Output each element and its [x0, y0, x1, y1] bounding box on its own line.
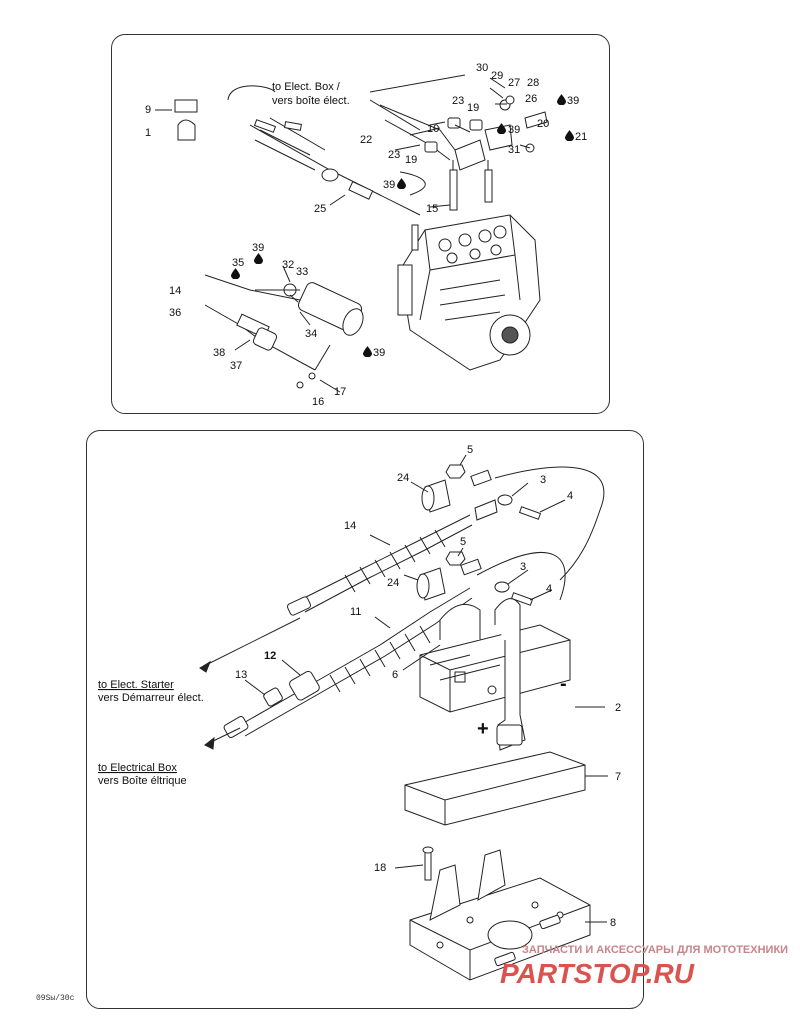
callout: 14 [169, 285, 181, 297]
callout: 25 [314, 203, 326, 215]
ground-wire [399, 171, 426, 196]
callout: 16 [312, 396, 324, 408]
callout: 39 [252, 242, 264, 254]
callout: 7 [615, 771, 621, 783]
callout: 15 [426, 203, 438, 215]
callout: 19 [467, 102, 479, 114]
callout: 1 [145, 127, 151, 139]
plus-sign: + [477, 718, 489, 740]
note-vers-demarreur: vers Démarreur élect. [98, 692, 204, 704]
callout: 19 [405, 154, 417, 166]
callout: 37 [230, 360, 242, 372]
top-diagram-panel [111, 34, 610, 414]
note-vers-boite-electrique: vers Boîte éltrique [98, 775, 187, 787]
starter-motor [283, 282, 364, 336]
callout: 36 [169, 307, 181, 319]
callout: 4 [546, 583, 552, 595]
callout: 10 [427, 123, 439, 135]
battery [419, 624, 571, 713]
note-to-elect-box: to Elect. Box / [272, 81, 341, 93]
callout: 35 [232, 257, 244, 269]
callout: 33 [296, 266, 308, 278]
callout: 11 [350, 606, 361, 618]
spark-plugs [449, 160, 493, 211]
callout: 27 [508, 77, 520, 89]
arrow-to-starter [199, 617, 301, 669]
bottom-callouts: 5 24 3 4 14 5 24 3 4 11 6 12 13 2 7 18 8… [235, 444, 621, 929]
callout: 29 [491, 70, 503, 82]
battery-pad [404, 751, 586, 826]
callout: 39 [373, 347, 385, 359]
callout: 24 [397, 472, 409, 484]
callout: 38 [213, 347, 225, 359]
callout: 12 [264, 650, 276, 662]
callout: 5 [460, 536, 466, 548]
note-to-starter: to Elect. Starter [98, 679, 174, 691]
callout: 3 [520, 561, 526, 573]
watermark: ЗАПЧАСТИ И АКСЕССУАРЫ ДЛЯ МОТОТЕХНИКИ PA… [500, 944, 788, 989]
callout: 20 [537, 118, 549, 130]
hv-cable-22 [379, 104, 456, 151]
positive-cable [299, 514, 471, 601]
hold-down-strap [439, 603, 481, 640]
callout: 24 [387, 577, 399, 589]
watermark-logo: PARTSTOP.RU [500, 958, 695, 989]
callout: 28 [527, 77, 539, 89]
note-to-electrical-box: to Electrical Box [98, 762, 177, 774]
callout: 23 [452, 95, 464, 107]
bottom-notes: to Elect. Starter vers Démarreur élect. … [98, 679, 204, 787]
callout: 5 [467, 444, 473, 456]
callout: 18 [374, 862, 386, 874]
callout: 2 [615, 702, 621, 714]
bottom-drawing [199, 454, 608, 981]
engine-block [397, 214, 541, 371]
top-drawing [155, 74, 548, 393]
callout: 34 [305, 328, 317, 340]
callout: 31 [508, 144, 520, 156]
watermark-tagline: ЗАПЧАСТИ И АКСЕССУАРЫ ДЛЯ МОТОТЕХНИКИ [522, 944, 788, 956]
figure-code: 09Sы/30с [36, 994, 75, 1003]
callout: 17 [334, 386, 346, 398]
callout: 21 [575, 131, 587, 143]
battery-tray [409, 849, 591, 981]
callout: 22 [360, 134, 372, 146]
callout: 6 [392, 669, 398, 681]
callout: 14 [344, 520, 356, 532]
callout: 23 [388, 149, 400, 161]
callout: 3 [540, 474, 546, 486]
harness-leaders [369, 74, 466, 131]
callout: 13 [235, 669, 247, 681]
top-callouts: 9 1 30 29 27 28 26 39 23 19 22 10 39 20 … [145, 62, 587, 408]
note-vers-boite: vers boîte élect. [272, 95, 350, 107]
callout: 30 [476, 62, 488, 74]
callout: 39 [383, 179, 395, 191]
harness-arrow [227, 85, 276, 101]
callout: 39 [567, 95, 579, 107]
minus-sign: - [560, 673, 567, 695]
callout: 8 [610, 917, 616, 929]
callout: 32 [282, 259, 294, 271]
callout: 9 [145, 104, 151, 116]
callout: 39 [508, 124, 520, 136]
callout: 4 [567, 490, 573, 502]
callout: 26 [525, 93, 537, 105]
